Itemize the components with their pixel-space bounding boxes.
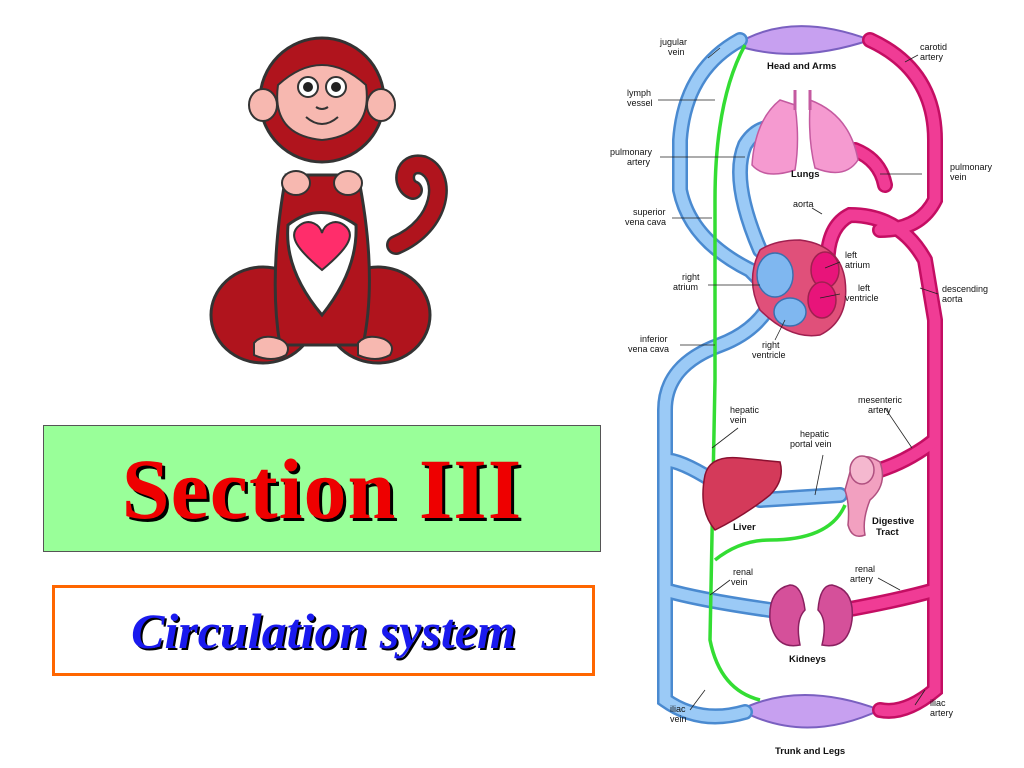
legs-capillary-bed: [737, 694, 883, 729]
region-trunk-legs: Trunk and Legs: [775, 746, 845, 757]
heart-organ: [751, 239, 847, 337]
monkey-mascot: [208, 25, 448, 370]
label-leader-lines: [658, 47, 939, 711]
liver-organ: [702, 456, 782, 531]
subtitle-box: Circulation system: [52, 585, 595, 676]
kidneys-organ: [769, 584, 854, 647]
region-lungs: Lungs: [791, 169, 820, 180]
region-liver: Liver: [733, 522, 756, 533]
digestive-tract-organ: [844, 455, 884, 537]
head-capillary-bed: [732, 25, 873, 55]
lymph-vessel-line: [708, 44, 847, 702]
label-aorta: aorta: [793, 199, 814, 209]
monkey-heart-icon: [208, 25, 448, 370]
region-head-arms: Head and Arms: [767, 61, 836, 72]
section-title-box: Section III: [43, 425, 601, 552]
section-title: Section III: [121, 440, 523, 537]
lungs-organ: [751, 90, 859, 175]
region-kidneys: Kidneys: [789, 654, 826, 665]
subtitle-text: Circulation system: [131, 602, 516, 659]
